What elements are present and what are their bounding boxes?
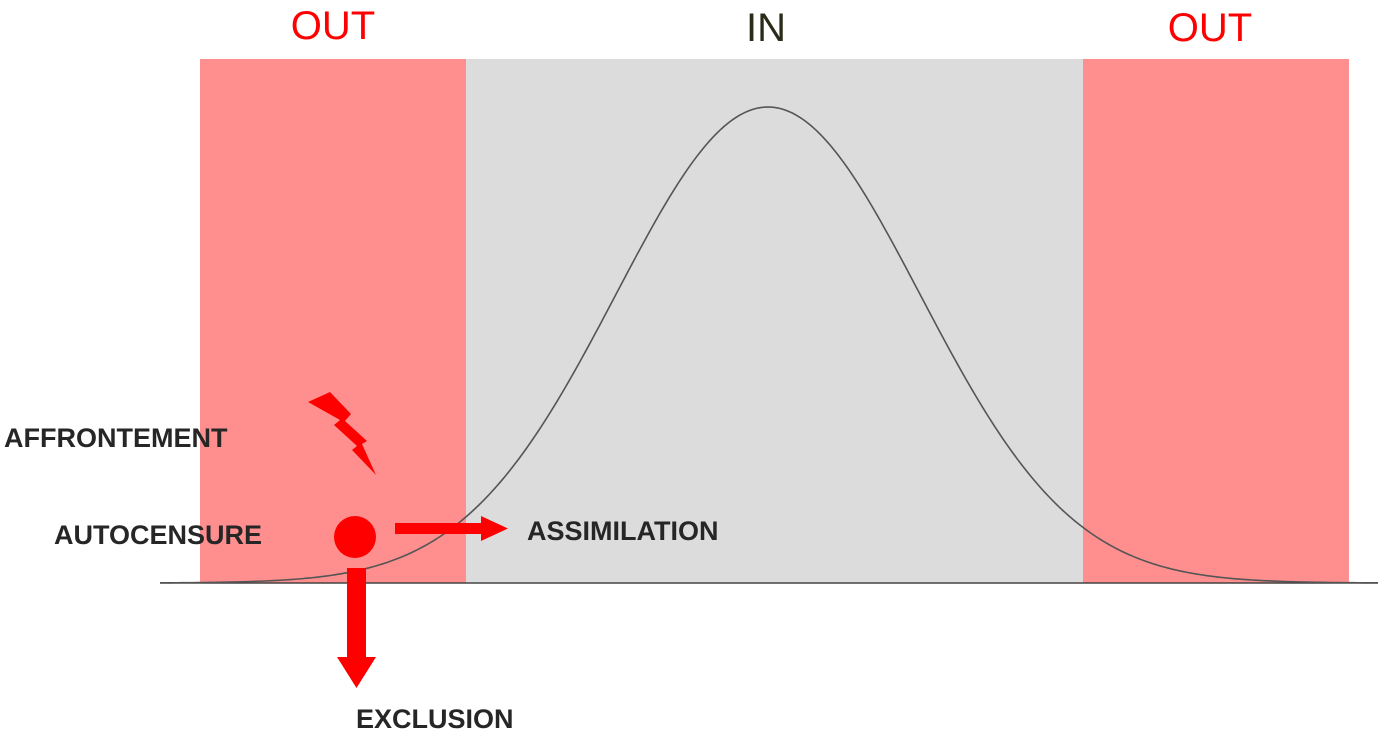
in-zone-label: IN bbox=[746, 6, 786, 50]
arrow-right-icon bbox=[395, 516, 508, 541]
arrow-down-icon bbox=[337, 568, 376, 688]
autocensure-label: AUTOCENSURE bbox=[54, 520, 263, 550]
position-dot-icon bbox=[334, 516, 376, 558]
assimilation-label: ASSIMILATION bbox=[527, 516, 719, 546]
out-zone-left-label: OUT bbox=[290, 4, 376, 48]
affrontement-label: AFFRONTEMENT bbox=[4, 423, 228, 453]
bell-curve bbox=[159, 106, 1379, 584]
out-zone-right-label: OUT bbox=[1167, 6, 1253, 50]
exclusion-label: EXCLUSION bbox=[356, 704, 514, 734]
in-zone bbox=[466, 59, 1083, 583]
out-zone-right bbox=[1083, 59, 1349, 583]
out-zone-left bbox=[200, 59, 466, 583]
lightning-bolt-icon bbox=[308, 392, 376, 475]
